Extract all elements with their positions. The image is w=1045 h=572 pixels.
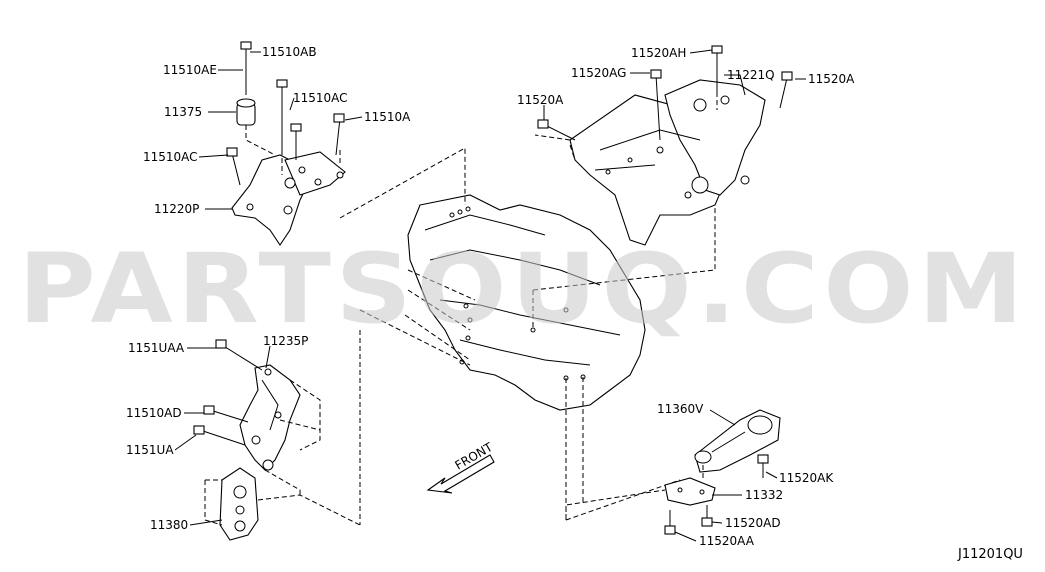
label-11235p: 11235P xyxy=(263,334,308,348)
label-11520a-right: 11520A xyxy=(808,72,855,86)
label-11520a-left: 11520A xyxy=(517,93,564,107)
leader-lines xyxy=(174,49,806,542)
label-11360v: 11360V xyxy=(657,402,704,416)
bracket-11332 xyxy=(664,477,716,506)
label-11380: 11380 xyxy=(150,518,188,532)
bracket-11220p xyxy=(231,98,346,246)
label-11510ae: 11510AE xyxy=(163,63,217,77)
label-11375: 11375 xyxy=(164,105,202,119)
label-11510ad: 11510AD xyxy=(126,406,182,420)
bolt-icons-top-left xyxy=(226,41,345,186)
bolt-icons-top-right xyxy=(537,45,793,141)
part-labels: 11510AE 11510AB 11375 11510AC 11510A 115… xyxy=(126,45,855,548)
label-1151ua: 1151UA xyxy=(126,443,174,457)
label-11220p: 11220P xyxy=(154,202,199,216)
label-11510a-top: 11510A xyxy=(364,110,411,124)
label-11520ag: 11520AG xyxy=(571,66,626,80)
label-11520ah: 11520AH xyxy=(631,46,686,60)
label-1151uaa: 1151UAA xyxy=(128,341,185,355)
label-11510ac-left: 11510AC xyxy=(143,150,198,164)
engine-mount-11380 xyxy=(219,467,259,541)
label-11510ab: 11510AB xyxy=(262,45,317,59)
bolt-icons-bottom-left xyxy=(193,339,263,446)
label-11520ad: 11520AD xyxy=(725,516,781,530)
label-11332: 11332 xyxy=(745,488,783,502)
label-11520aa: 11520AA xyxy=(699,534,755,548)
label-11510ac-top: 11510AC xyxy=(293,91,348,105)
front-arrow-icon xyxy=(426,454,495,494)
bracket-11235p xyxy=(239,364,301,471)
diagram-code: J11201QU xyxy=(957,547,1023,562)
label-11520ak: 11520AK xyxy=(779,471,834,485)
engine-block xyxy=(407,194,646,411)
label-11221q: 11221Q xyxy=(727,68,775,82)
watermark-text: PARTSOUQ.COM xyxy=(18,233,1028,345)
bracket-11221q xyxy=(569,79,766,246)
torque-rod-11360v xyxy=(694,409,781,473)
